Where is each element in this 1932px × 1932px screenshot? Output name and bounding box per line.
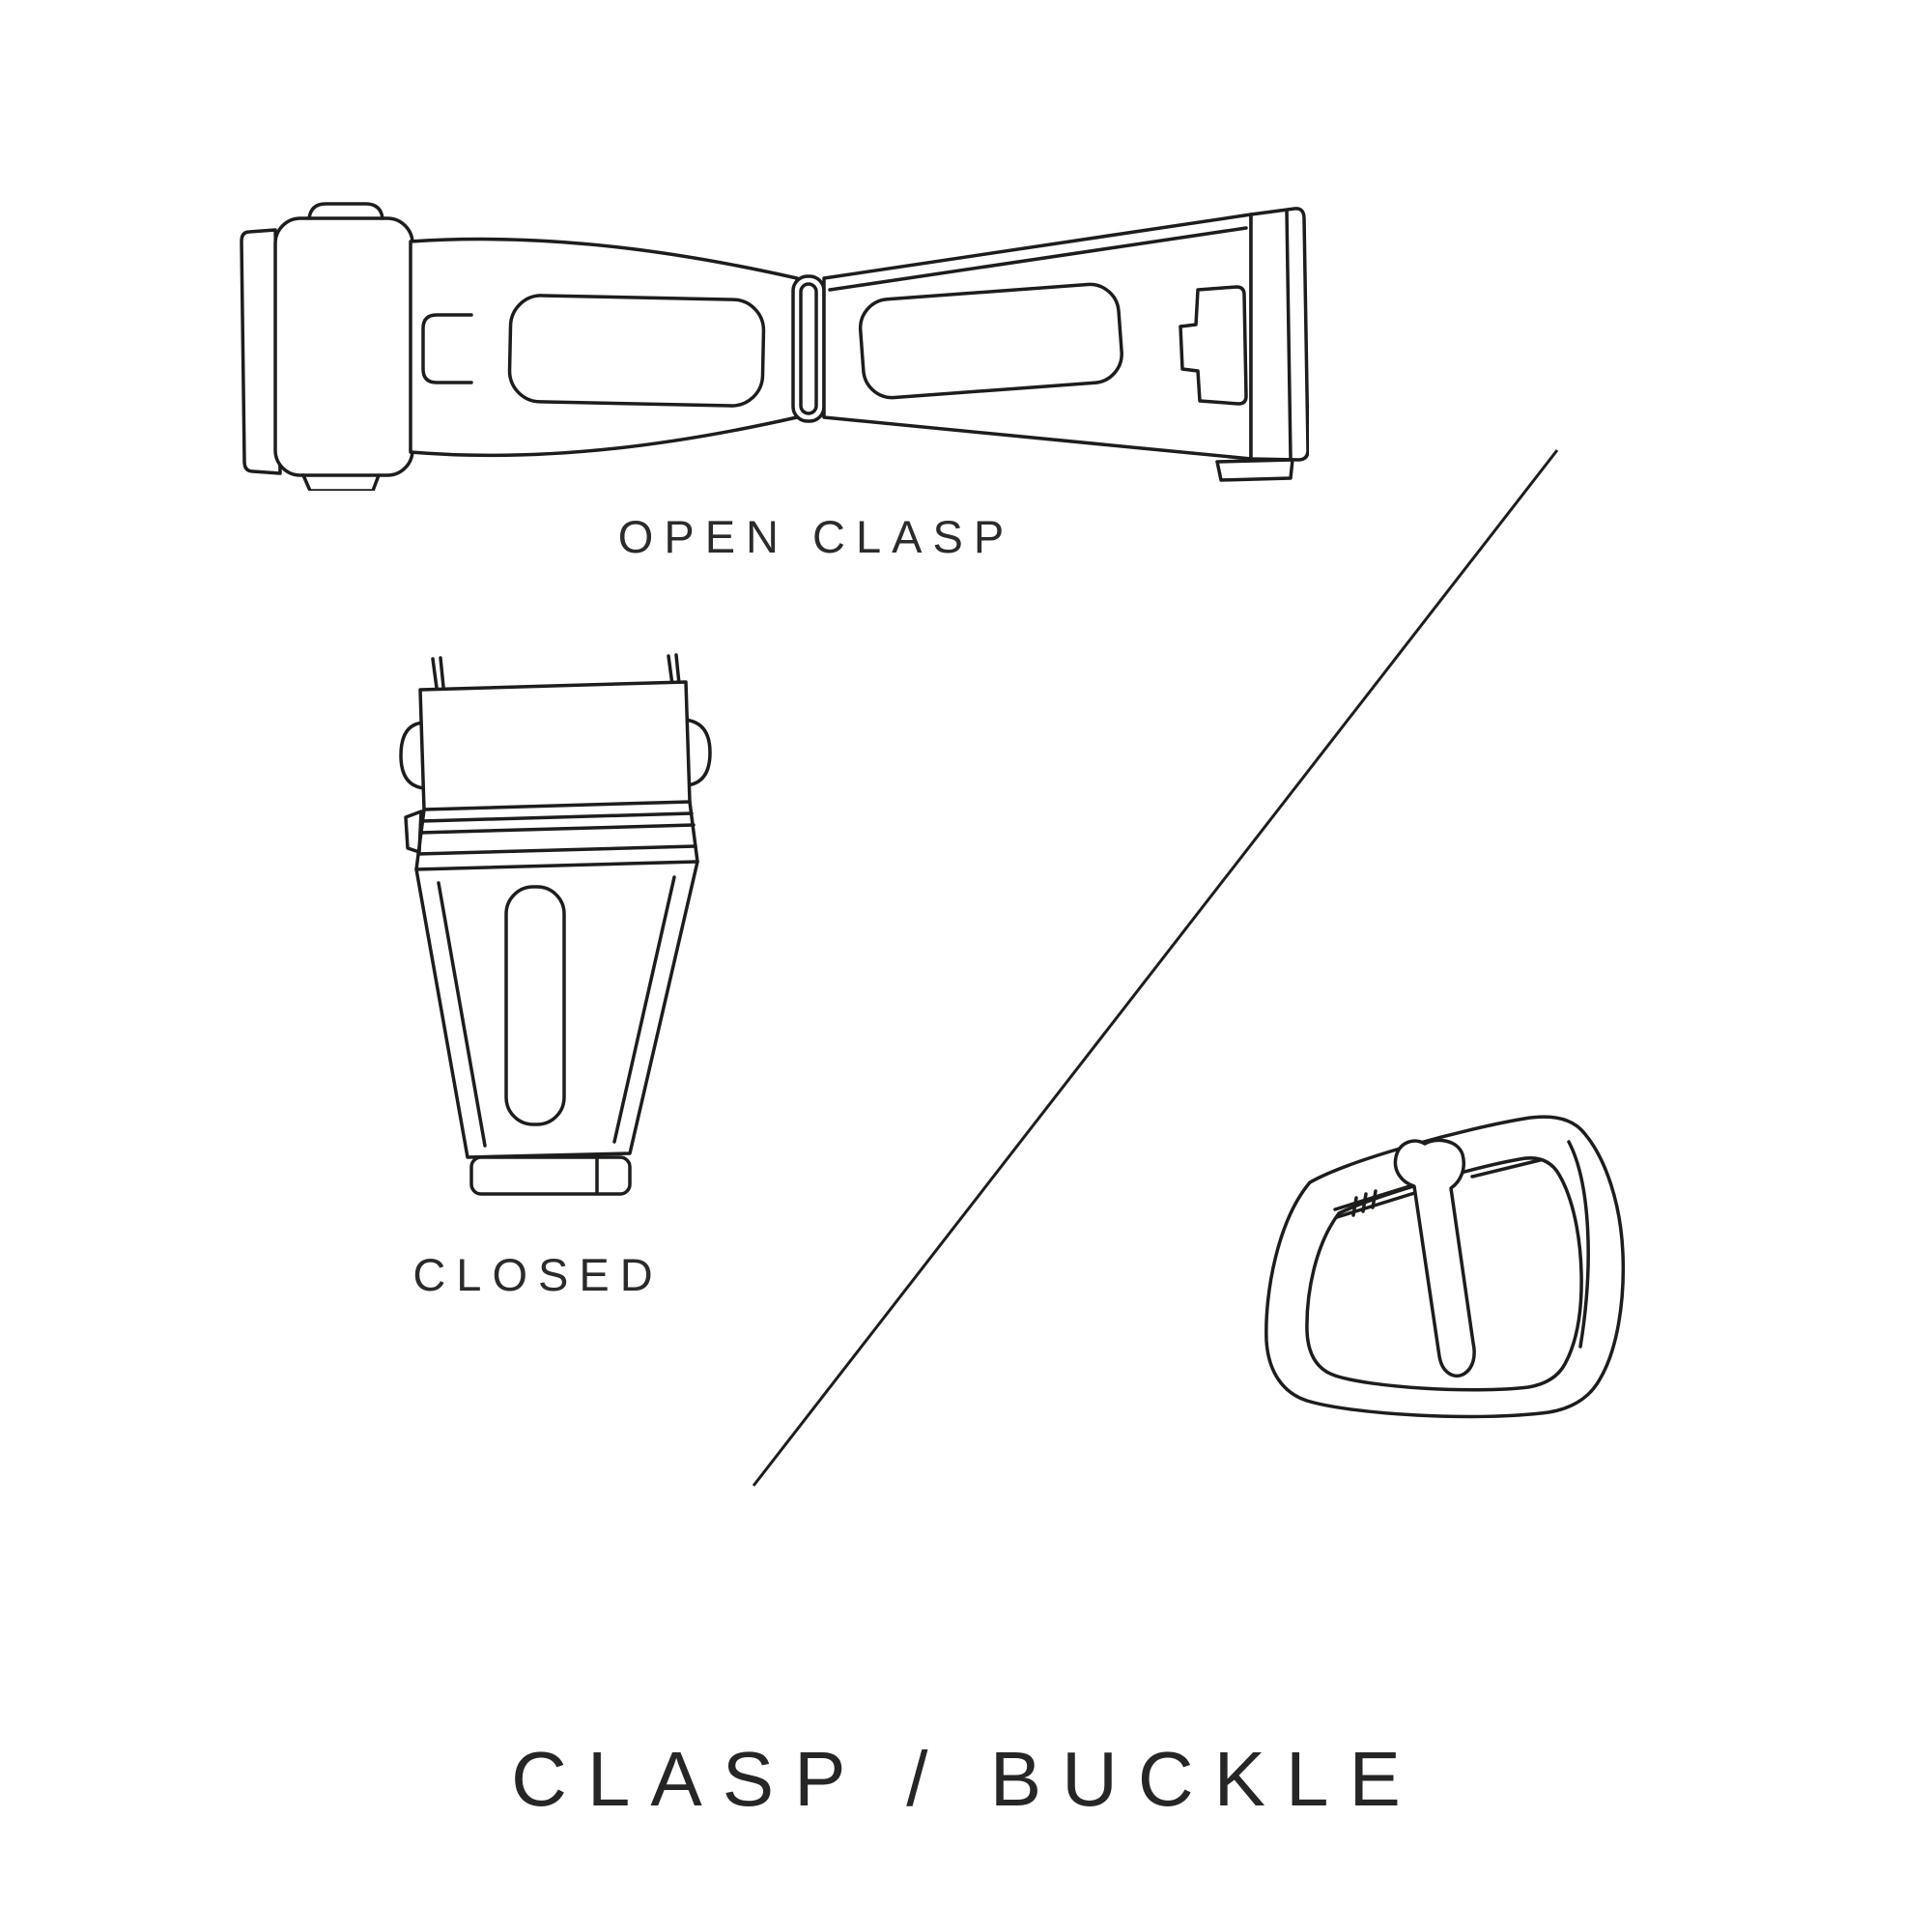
closed-clasp-slot — [504, 885, 566, 1126]
buckle-illustration — [1264, 1115, 1626, 1419]
open-clasp-illustration — [240, 202, 1309, 491]
open-clasp-label: OPEN CLASP — [617, 511, 1015, 562]
closed-clasp-figure — [384, 649, 713, 1229]
clasp-end-strip — [240, 228, 282, 475]
closed-clasp-label: CLOSED — [412, 1249, 664, 1300]
open-clasp-figure — [232, 191, 1309, 491]
clasp-left-slot — [507, 294, 766, 408]
closed-clasp-foot — [469, 1155, 632, 1196]
clasp-end-box — [273, 216, 414, 477]
clasp-right-slot — [858, 282, 1123, 400]
clasp-end-bar — [1249, 207, 1309, 462]
closed-clasp-illustration — [399, 653, 712, 1196]
diagram-title: CLASP / BUCKLE — [511, 1736, 1421, 1822]
buckle-spring-bar — [1333, 1180, 1426, 1219]
buckle-prong — [1393, 1138, 1476, 1378]
buckle-figure — [1235, 1090, 1660, 1447]
clasp-hinge — [791, 274, 826, 423]
clasp-keeper — [1179, 285, 1248, 406]
closed-clasp-top-box — [418, 680, 692, 811]
